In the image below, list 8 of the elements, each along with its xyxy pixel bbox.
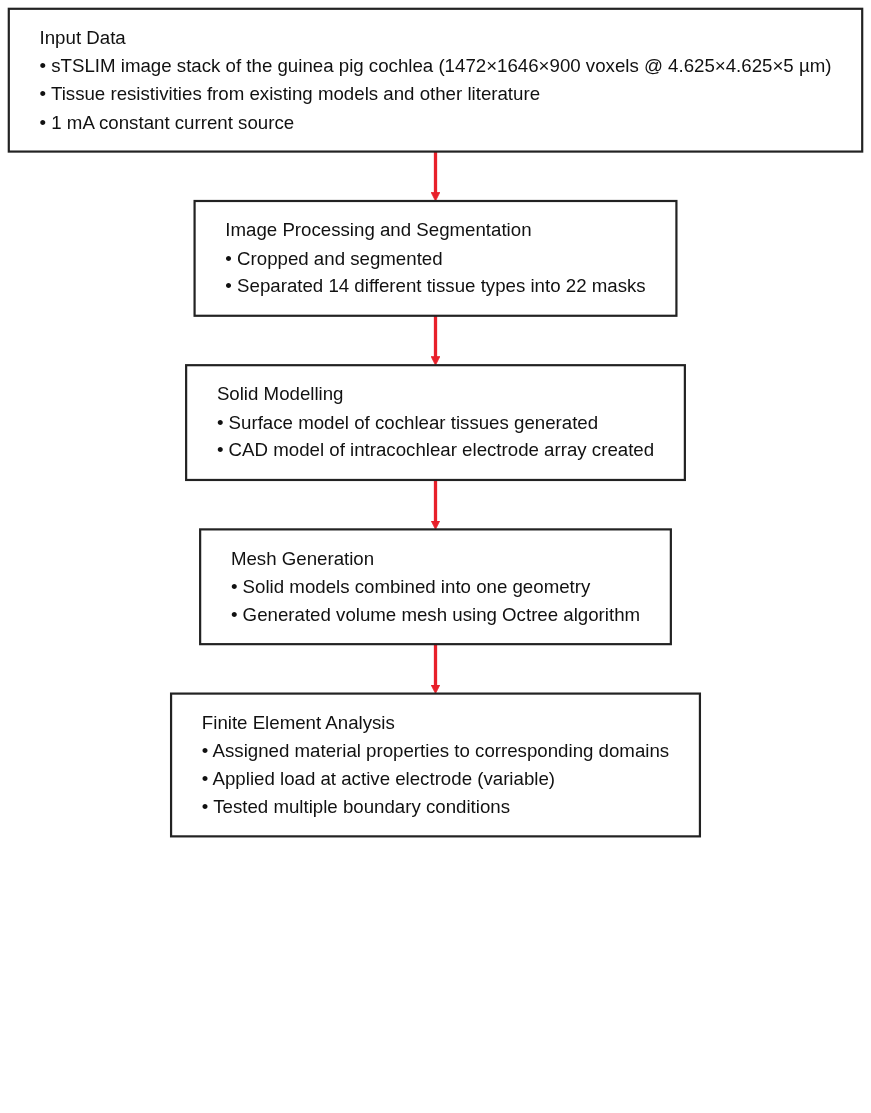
node-box	[193, 199, 678, 317]
node-box	[185, 364, 686, 482]
node-box	[199, 528, 672, 646]
arrow	[430, 479, 441, 530]
node-box	[7, 7, 864, 153]
flowchart: Input Data • sTSLIM image stack of the guinea pig cochlea (1472×1646×900 voxels @ 4.625×4.625×5 µm) • Tissue resistivities from existing models and other literature • 1 mA constant current source Image Processing and Segmentation • Cropped and segmented • Separated 14 different tissue types into 22 masks Solid Modelling • Surface model of cochlear tissues generated • CAD model of intracochlear electrode array created Mesh Generation • Solid models combined into one geometry • Generated volume mesh using Octree algorithm Finite Element Analysis • Assigned material properties to corresponding domains • Applied load at active electrode (variable) • Tested multiple boundary conditions	[0, 0, 871, 846]
arrow	[430, 315, 441, 366]
node-box	[169, 692, 702, 838]
